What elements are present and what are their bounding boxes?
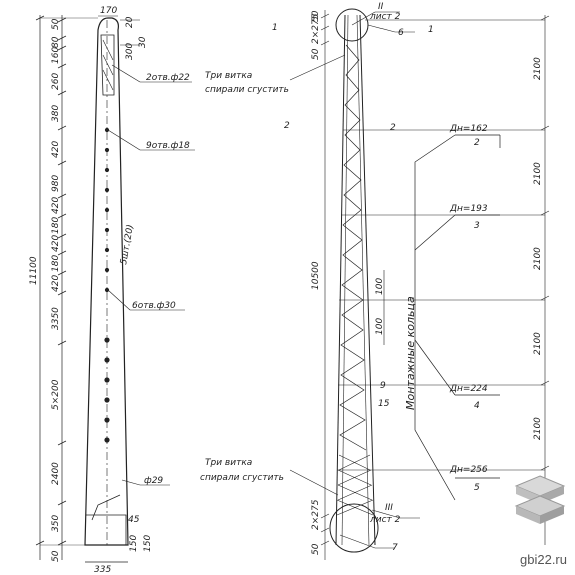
dim-label: 180 [51,255,61,272]
ring-mark: 5 [474,483,480,493]
ring-diameter: Дн=256 [449,465,488,475]
part-mark: 9 [380,381,386,391]
cage-dim: 50 [311,543,321,555]
total-height-label: 11100 [29,256,39,285]
dim-label: 5×200 [51,379,61,410]
offset-label: 300 [125,43,135,60]
bottom-sheet: лист 2 [369,515,401,525]
spiral-note-line: спирали сгустить [200,473,284,483]
dim-label: 50 [51,18,61,30]
base-dim: 45 [128,515,140,525]
right-dim: 2100 [533,417,543,440]
dim-label: 260 [51,73,61,90]
ring-diameter: Дн=224 [449,384,488,394]
section-mark: 1 [272,23,278,33]
base-width-label: 335 [94,565,111,575]
hole-callout: 9отв.ф18 [146,141,190,151]
base-dim: 150 [129,535,139,552]
ring-diameter: Дн=193 [449,204,488,214]
ring-bracket [414,134,501,501]
ring-mark: 2 [474,138,480,148]
section-mark: 1 [428,25,434,35]
part-mark: 7 [392,543,398,553]
section-mark: 2 [284,121,290,131]
dim-label: 420 [51,197,61,214]
right-dim: 2100 [533,162,543,185]
left-top-labels: 170 20 30 300 [100,6,148,60]
cage-dimension-lines [320,10,550,560]
cage-leaders [289,11,420,549]
watermark: gbi22.ru [520,552,567,567]
dim-label: 980 [51,175,61,192]
logo-icon [514,475,566,524]
right-dim: 2100 [533,57,543,80]
dim-label: 420 [51,275,61,292]
top-dim-lines [98,15,140,46]
left-dimension-chain [35,15,128,563]
dim-label: 3350 [51,307,61,330]
top-marker: II [378,2,384,12]
offset-label: 20 [125,16,135,28]
dim-label: 180 [51,217,61,234]
spiral-note-line: Три витка [205,71,252,81]
ring-heading: Монтажные кольца [404,296,417,410]
cage-dim: 50 [311,10,321,22]
cage-view [329,8,379,553]
part-mark: 15 [378,399,390,409]
cage-dim: 2×275 [311,499,321,530]
ring-mark: 4 [474,401,480,411]
right-dim: 2100 [533,247,543,270]
part-mark: 6 [398,28,404,38]
pitch-dim: 100 [375,318,385,335]
hole-callout: 6отв.ф30 [132,301,176,311]
dim-label: 380 [51,105,61,122]
right-dim: 2100 [533,332,543,355]
dim-label: 420 [51,235,61,252]
spiral-note-line: спирали сгустить [205,85,289,95]
cage-total-height: 10500 [311,261,321,290]
top-width-label: 170 [100,6,117,16]
top-sheet: лист 2 [369,12,401,22]
dim-label: 350 [51,515,61,532]
left-dim-labels: 50 80 160 260 380 420 980 420 180 420 18… [29,18,61,562]
bottom-marker: III [385,503,393,513]
ring-diameter: Дн=162 [449,124,488,134]
ring-mark: 3 [474,221,480,231]
dim-label: 80 [51,36,61,48]
cage-dim: 50 [311,48,321,60]
hole-callout: 2отв.ф22 [146,73,190,83]
pitch-dim: 100 [375,278,385,295]
offset-label: 30 [138,36,148,48]
spiral-note-line: Три витка [205,458,252,468]
dim-label: 50 [51,550,61,562]
base-dim: 150 [143,535,153,552]
cage-dim: 2×275 [311,13,321,44]
dim-label: 160 [51,47,61,64]
dim-label: 2400 [51,462,61,485]
diameter-label: ф29 [144,476,163,486]
section-mark: 2 [390,123,396,133]
dim-label: 420 [51,141,61,158]
hole-callouts [107,64,195,486]
pole-side-view [84,17,129,546]
